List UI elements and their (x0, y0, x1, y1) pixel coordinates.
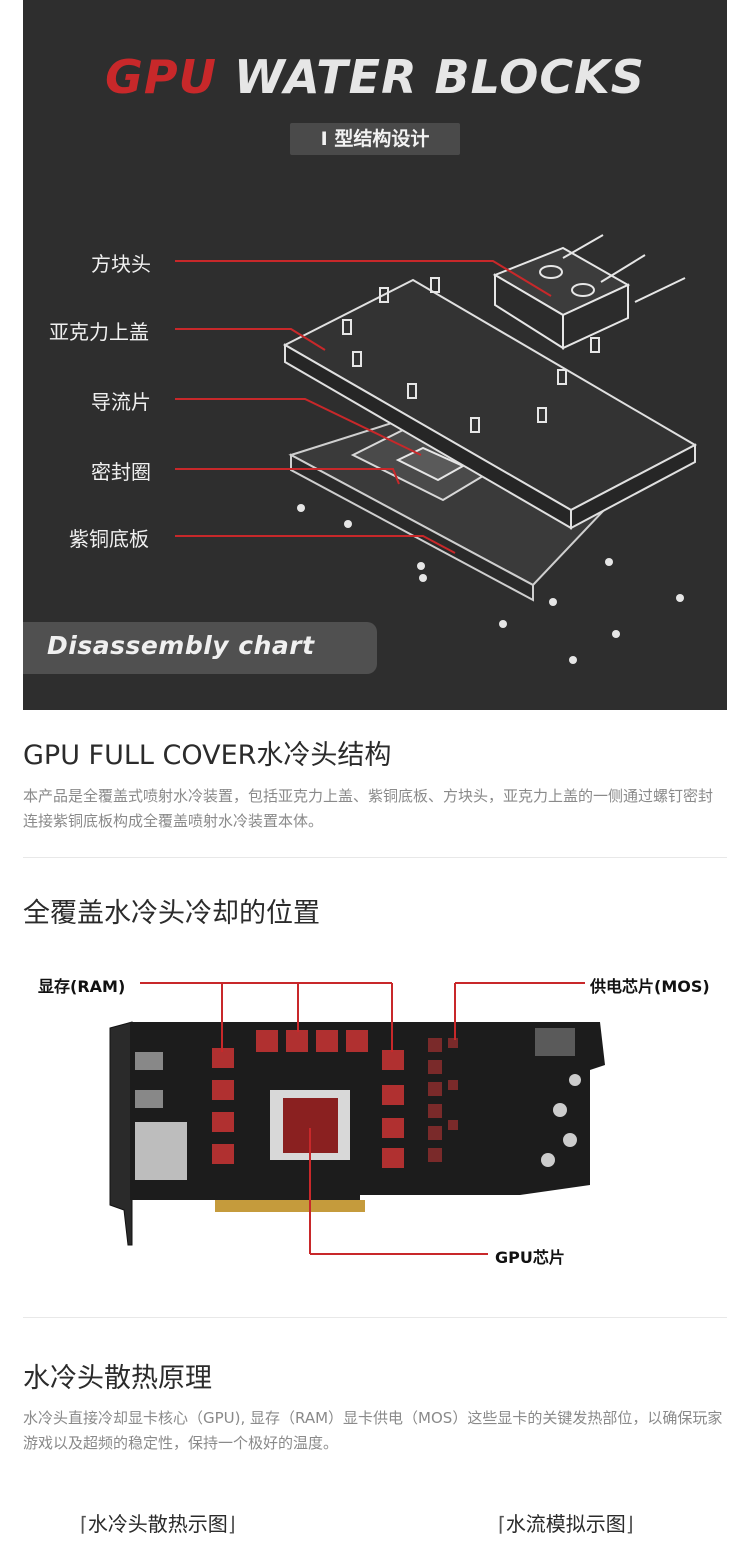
structure-description: 本产品是全覆盖式喷射水冷装置，包括亚克力上盖、紫铜底板、方块头，亚克力上盖的一侧… (23, 787, 714, 830)
ram-callout: 显存(RAM) (38, 977, 126, 996)
label-flow-plate: 导流片 (91, 390, 151, 414)
caption-water-flow-label: 水流模拟示图 (505, 1512, 626, 1536)
gpu-callout: GPU芯片 (495, 1248, 565, 1267)
principle-description: 水冷头直接冷却显卡核心（GPU), 显存（RAM）显卡供电（MOS）这些显卡的关… (23, 1409, 723, 1452)
disassembly-illustration (175, 234, 698, 664)
hero-title: GPU WATER BLOCKS (23, 50, 727, 104)
caption-water-flow: ⌈水流模拟示图⌋ (498, 1512, 634, 1536)
divider (23, 857, 727, 858)
gpu-board-illustration (109, 982, 605, 1255)
disassembly-chart-tab: Disassembly chart (23, 622, 377, 674)
caption-heat-dissipation-label: 水冷头散热示图 (87, 1512, 228, 1536)
hero-title-rest: WATER BLOCKS (216, 50, 645, 104)
divider (23, 1317, 727, 1318)
label-acrylic-cover: 亚克力上盖 (49, 320, 149, 344)
position-heading: 全覆盖水冷头冷却的位置 (23, 898, 320, 929)
hero-banner: GPU WATER BLOCKS I 型结构设计 方块头 亚克力上盖 导流片 密… (23, 0, 727, 710)
structure-badge: I 型结构设计 (290, 123, 460, 155)
label-seal-ring: 密封圈 (91, 460, 151, 484)
caption-heat-dissipation: ⌈水冷头散热示图⌋ (80, 1512, 236, 1536)
disassembly-chart-label: Disassembly chart (47, 631, 315, 660)
hero-title-gpu: GPU (105, 50, 217, 104)
label-terminal-block: 方块头 (91, 252, 151, 276)
label-copper-base: 紫铜底板 (69, 527, 149, 551)
gpu-board-diagram: 显存(RAM) 供电芯片(MOS) GPU芯片 (0, 960, 750, 1280)
structure-heading: GPU FULL COVER水冷头结构 (23, 740, 392, 771)
mos-callout: 供电芯片(MOS) (590, 977, 710, 996)
principle-heading: 水冷头散热原理 (23, 1363, 212, 1394)
